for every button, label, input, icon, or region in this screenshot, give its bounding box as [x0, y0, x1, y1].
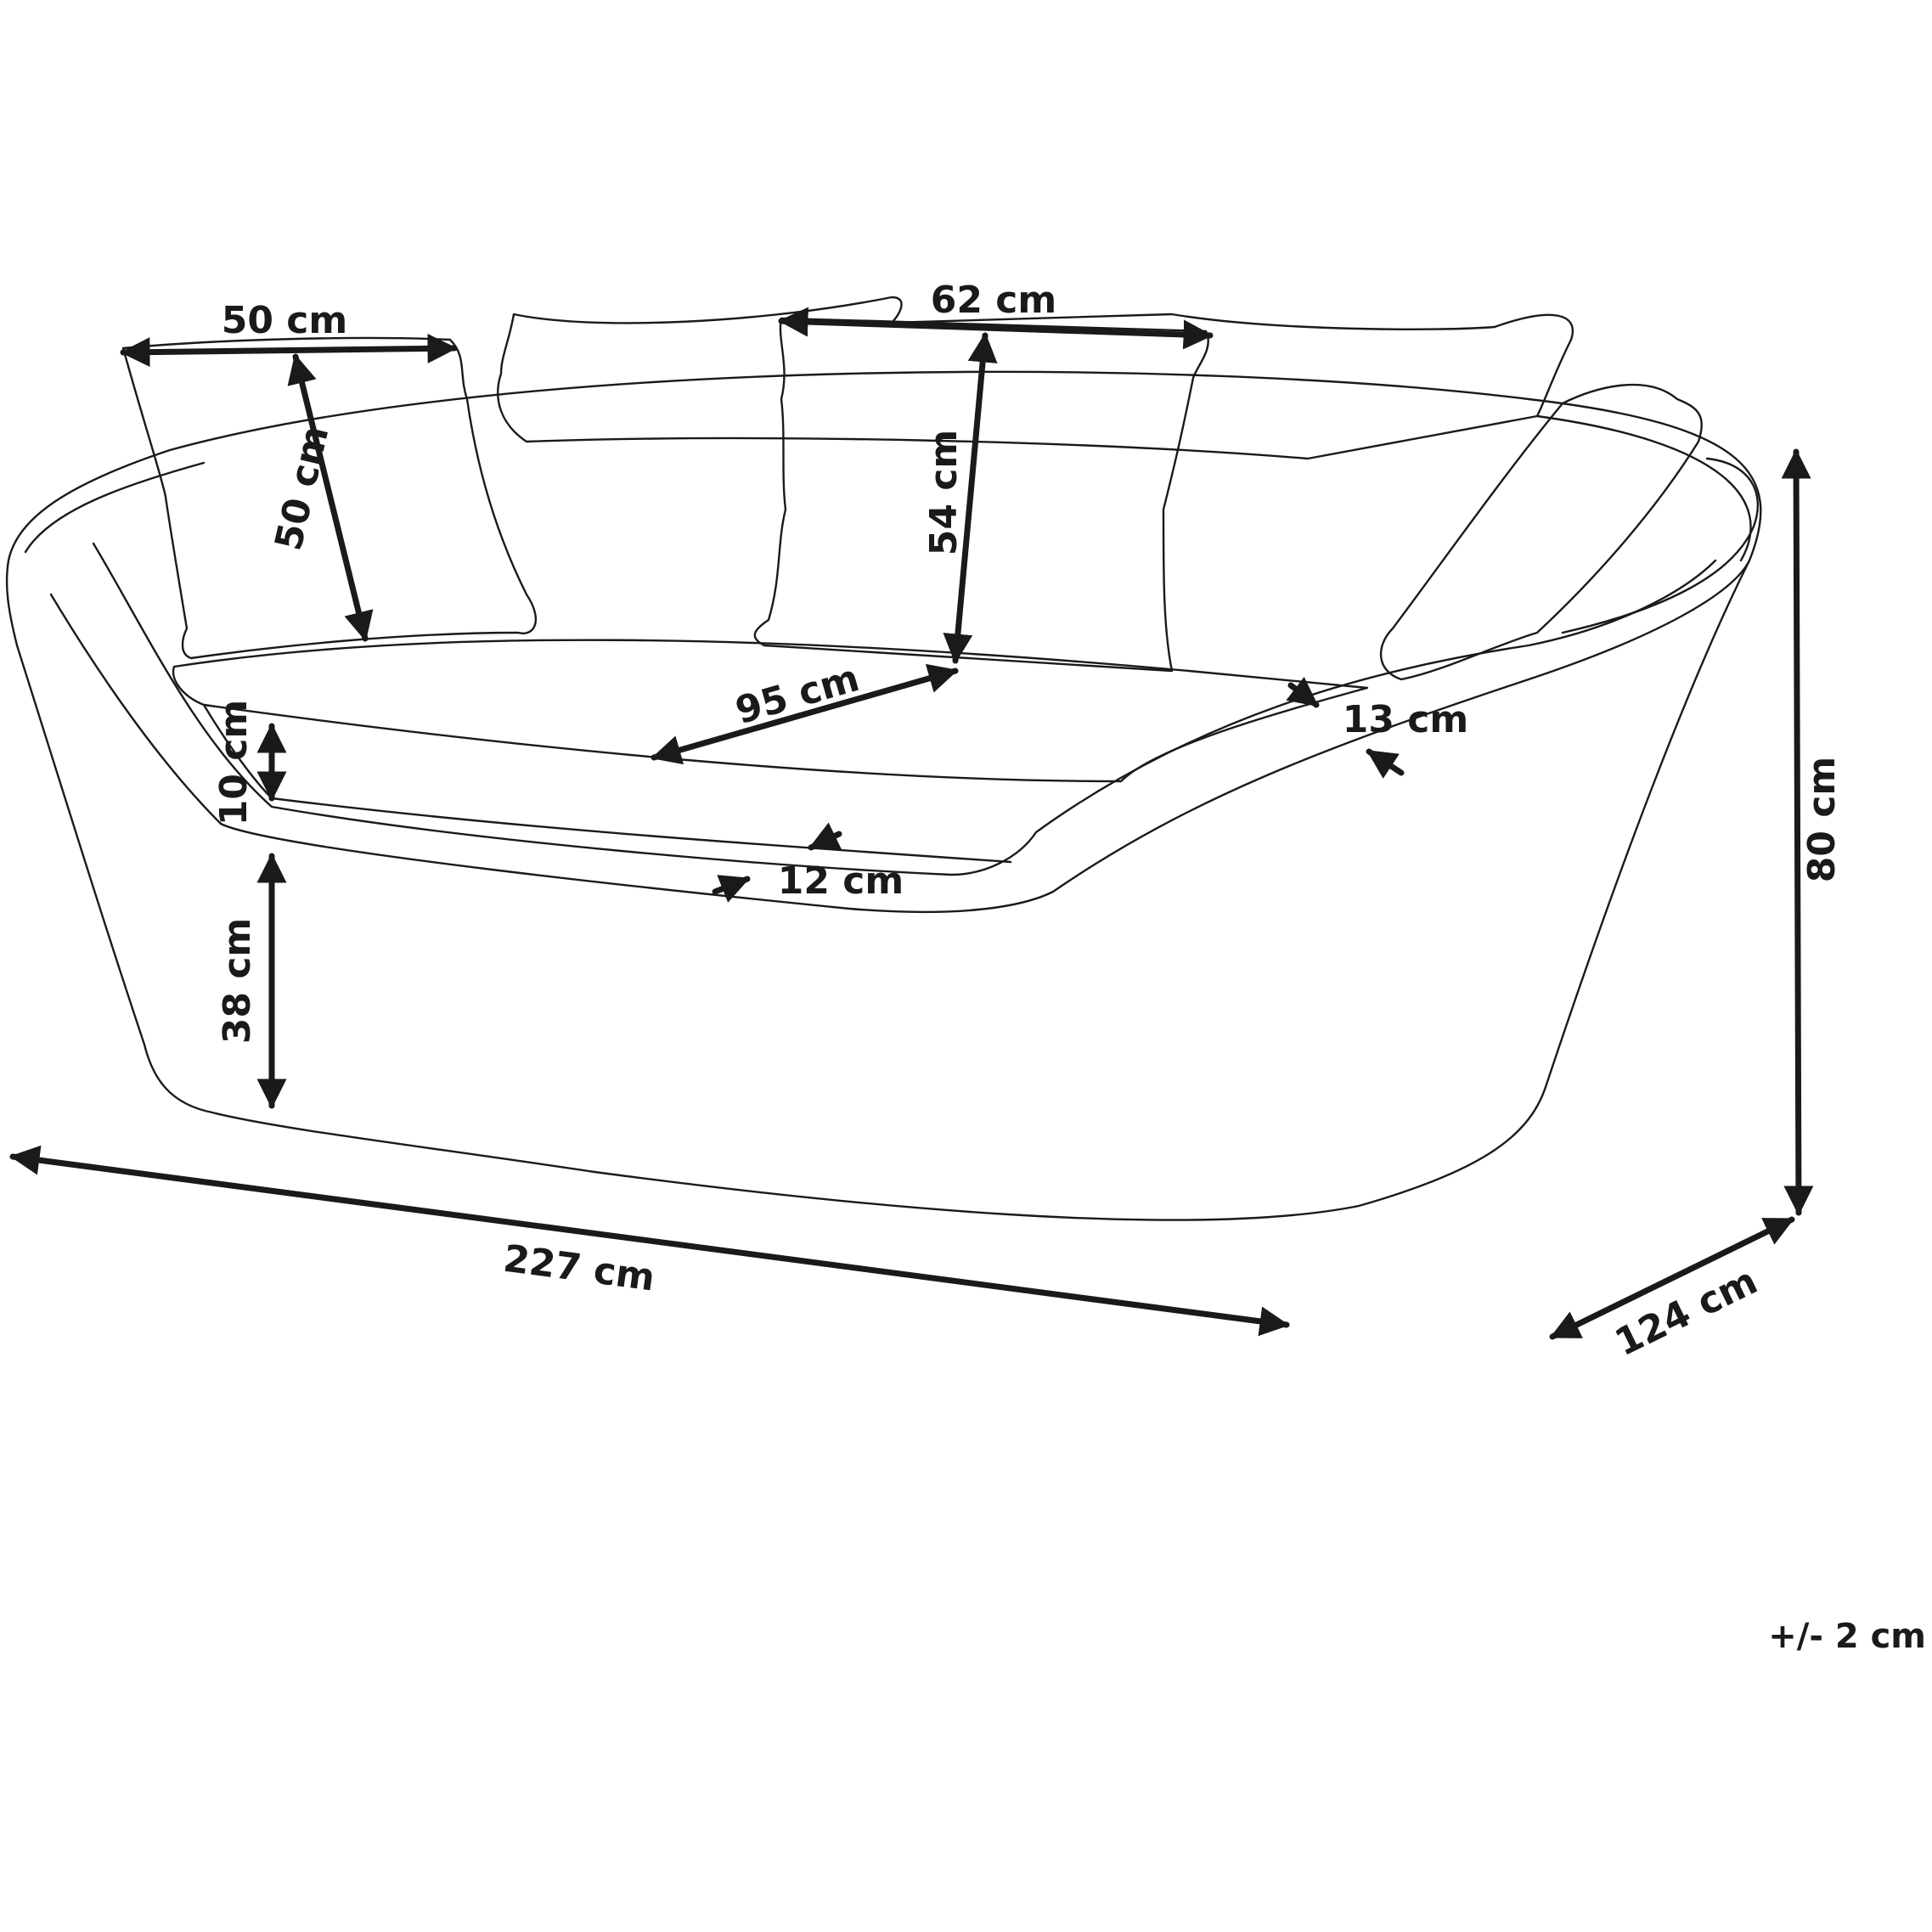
- back-cushion: [497, 296, 1574, 460]
- label-pillow-width: 50 cm: [222, 299, 347, 342]
- dim-line-pillow-width: [120, 333, 458, 368]
- label-backrest-pillow-height: 54 cm: [922, 430, 966, 555]
- dim-line-total-width: [9, 1145, 1290, 1337]
- sofa-front-wall-edge: [49, 559, 1751, 914]
- sofa-inner-rim: [24, 414, 1752, 562]
- label-backrest-pillow-width: 62 cm: [931, 279, 1056, 322]
- sofa-front-wall-inner: [92, 542, 1717, 876]
- label-total-width: 227 cm: [501, 1237, 657, 1300]
- label-seat-cushion-height: 10 cm: [212, 700, 256, 825]
- label-armrest-width: 13 cm: [1343, 698, 1468, 741]
- label-tolerance: +/- 2 cm: [1768, 1617, 1926, 1656]
- dim-line-backrest-pillow-width: [778, 307, 1214, 350]
- dim-line-frame-thickness-b: [712, 875, 751, 903]
- right-pillow: [1380, 383, 1703, 681]
- label-seat-depth: 95 cm: [731, 656, 865, 733]
- dim-line-total-height: [1781, 448, 1814, 1216]
- label-total-depth: 124 cm: [1608, 1259, 1764, 1365]
- dim-line-seat-depth: [651, 663, 959, 765]
- label-total-height: 80 cm: [1800, 757, 1844, 882]
- dim-line-backrest-pillow-height: [943, 332, 998, 664]
- sofa-drawing: [5, 296, 1762, 1221]
- label-frame-thickness: 12 cm: [778, 859, 904, 903]
- label-seat-height: 38 cm: [216, 918, 259, 1044]
- right-armrest-roll: [1561, 457, 1759, 634]
- dim-line-armrest-a: [1286, 676, 1320, 708]
- sofa-outer-shell: [5, 370, 1762, 1221]
- seat-cushion-front: [202, 703, 1012, 864]
- dim-line-armrest-b: [1366, 748, 1405, 779]
- dim-line-pillow-height: [287, 353, 374, 642]
- dim-line-total-depth: [1549, 1216, 1795, 1340]
- dimension-lines: [9, 307, 1814, 1340]
- dim-line-frame-thickness-a: [808, 822, 842, 851]
- seat-cushion: [172, 639, 1369, 783]
